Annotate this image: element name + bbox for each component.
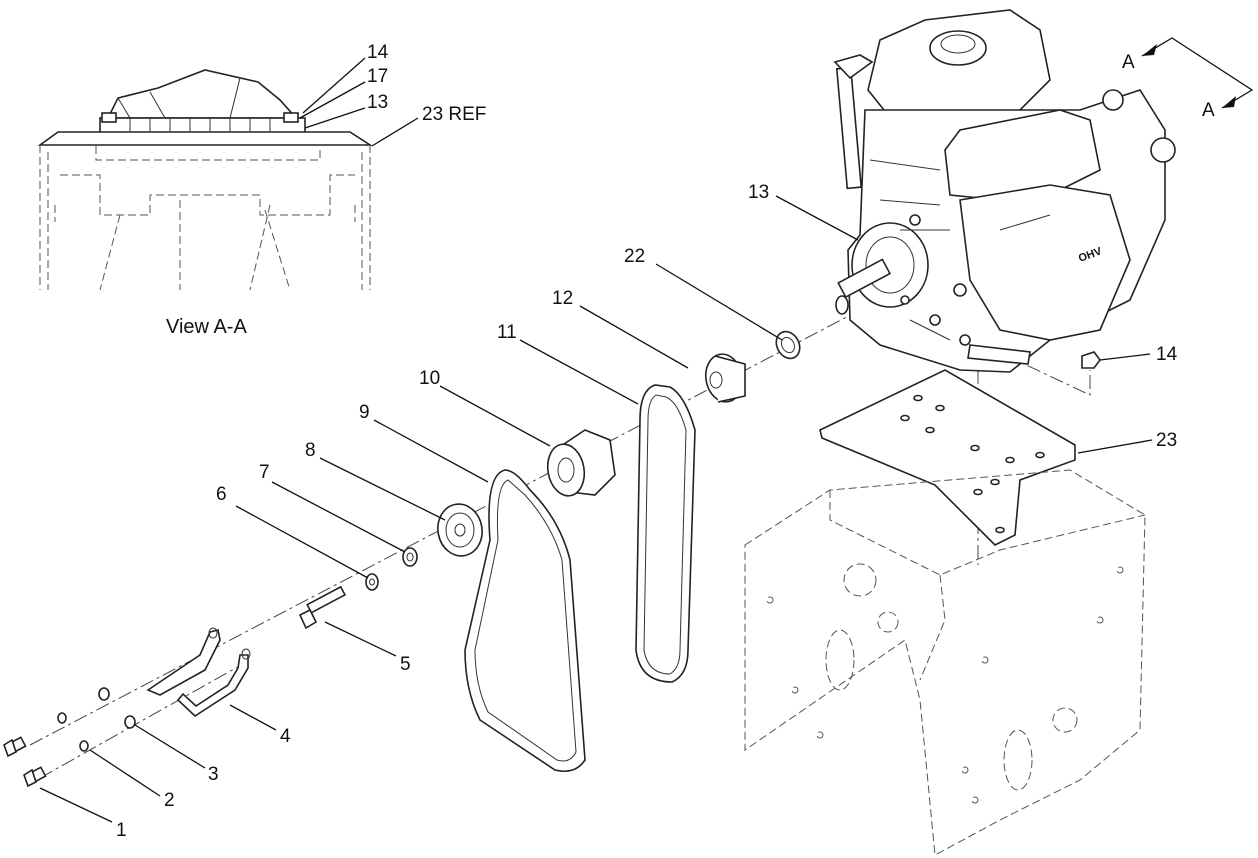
callout-10: 10	[419, 368, 440, 389]
inset-nut-left	[101, 112, 117, 123]
callout-6: 6	[216, 484, 227, 505]
view-a-a-inset: View A-A 14 17 13 23 REF	[37, 42, 486, 338]
inset-callout-13: 13	[367, 92, 388, 113]
engine: OHV	[833, 9, 1176, 373]
callout-2: 2	[164, 790, 175, 811]
callout-22: 22	[624, 246, 645, 267]
flange-nut-14	[1081, 351, 1101, 369]
inset-nut-right	[283, 112, 299, 123]
bracket-centerline	[39, 659, 251, 779]
callout-4: 4	[280, 726, 291, 747]
fuel-cap	[929, 30, 987, 66]
dipstick-handle	[833, 54, 874, 80]
section-label-a-bottom: A	[1202, 100, 1215, 121]
section-marker-arrows: A A	[1122, 37, 1254, 121]
mounting-plate-23	[819, 369, 1076, 546]
engine-shroud	[944, 109, 1101, 201]
dipstick-tube	[835, 66, 863, 190]
starter-housing	[959, 184, 1131, 341]
engine-mount-foot	[967, 344, 1031, 365]
washer-6	[365, 573, 379, 591]
section-label-a-top: A	[1122, 52, 1135, 73]
callout-9: 9	[359, 402, 370, 423]
inset-frame	[39, 145, 371, 290]
crankshaft	[837, 258, 891, 299]
washer-2-upper	[57, 712, 67, 724]
view-a-a-label: View A-A	[166, 316, 247, 338]
oil-fill-cap	[1102, 89, 1124, 111]
washer-3-upper	[98, 687, 110, 701]
callout-23: 23	[1156, 430, 1177, 451]
washer-2-lower	[79, 740, 89, 752]
pulley-10	[546, 429, 616, 497]
bolt-5	[298, 585, 347, 630]
chassis-housing	[744, 469, 1146, 856]
idler-pulley-8	[437, 503, 483, 557]
callout-7: 7	[259, 462, 270, 483]
callout-12: 12	[552, 288, 573, 309]
callout-11: 11	[497, 322, 517, 343]
belt-guide-bracket-4	[146, 627, 251, 718]
belt-9	[464, 469, 586, 773]
washer-7	[402, 547, 418, 567]
spacer-22	[775, 330, 801, 360]
inset-engine-shroud	[106, 69, 298, 119]
washer-3-lower	[124, 715, 136, 729]
exhaust-outlet	[1150, 137, 1176, 163]
inset-callout-23-ref: 23 REF	[422, 104, 486, 125]
inset-mounting-plate	[37, 131, 373, 146]
callout-13: 13	[748, 182, 769, 203]
callouts: 1 2 3 4 5 6 7 8 9 10 11 12 22 13 14 23	[39, 182, 1178, 841]
callout-5: 5	[400, 654, 411, 675]
inset-callout-17: 17	[367, 66, 388, 87]
callout-1: 1	[116, 820, 127, 841]
callout-8: 8	[305, 440, 316, 461]
bolt-1-upper	[3, 736, 27, 758]
engine-flange	[851, 222, 929, 308]
inset-callout-14: 14	[367, 42, 389, 63]
callout-3: 3	[208, 764, 219, 785]
callout-14: 14	[1156, 344, 1178, 365]
bolt-1-lower	[23, 766, 47, 788]
belt-11	[635, 384, 696, 683]
pulley-12	[704, 353, 746, 403]
nut-centerline	[1004, 354, 1091, 396]
